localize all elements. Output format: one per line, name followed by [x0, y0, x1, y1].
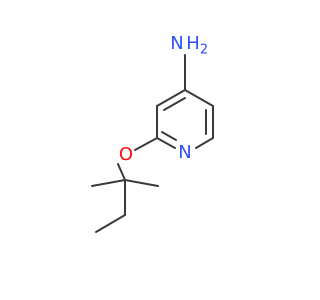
- amine-n-symbol: N: [170, 33, 183, 54]
- bond-n1-c2-inner: [161, 131, 177, 141]
- bond-c6-n1: [195, 137, 214, 149]
- bond-n1-c2: [156, 137, 176, 149]
- bond-o-cq: [117, 163, 126, 181]
- bond-c3-c4: [156, 89, 186, 107]
- ring-n-label: N: [178, 142, 191, 163]
- amine-label: N H 2: [170, 33, 208, 58]
- bond-ch2-ch3: [95, 214, 126, 233]
- bond-c3-c4-inner: [163, 97, 186, 111]
- bond-c2-o: [134, 137, 158, 151]
- bond-c4-c5: [184, 89, 214, 107]
- structure-svg: N H 2 N O: [91, 33, 214, 233]
- molecule-diagram: N H 2 N O: [91, 33, 214, 233]
- bond-cq-me2: [124, 179, 159, 187]
- bond-cq-me1: [91, 179, 126, 187]
- amine-h-count: 2: [200, 43, 208, 58]
- ether-o-label: O: [119, 144, 133, 165]
- atom-labels: N H 2 N O: [119, 33, 208, 165]
- amine-h-symbol: H: [186, 33, 200, 54]
- bonds: [91, 54, 214, 233]
